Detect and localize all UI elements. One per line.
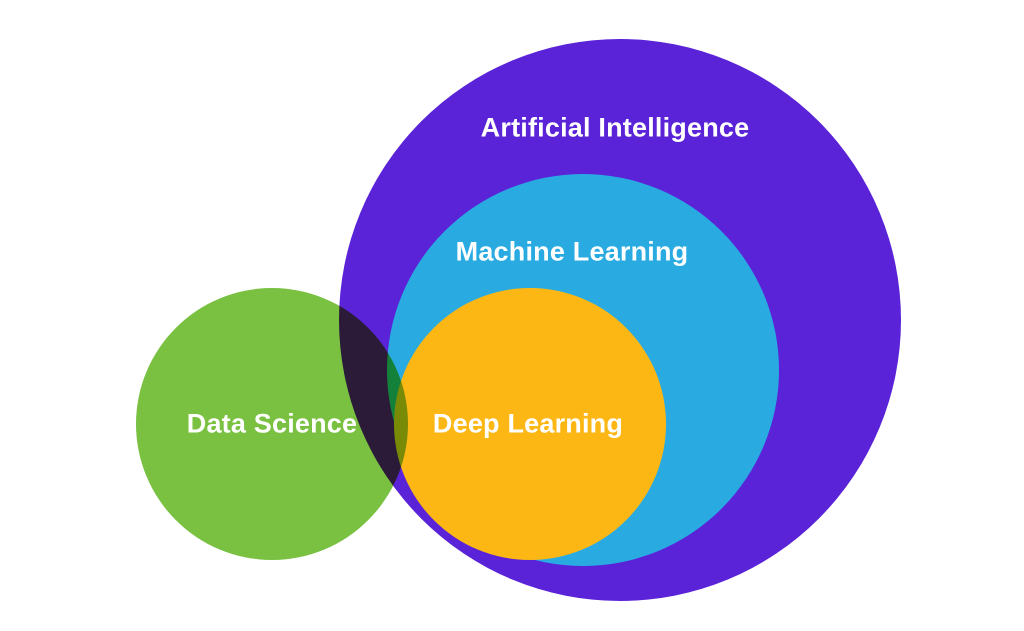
- circle-deep-learning: [394, 288, 666, 560]
- circle-data-science: [136, 288, 408, 560]
